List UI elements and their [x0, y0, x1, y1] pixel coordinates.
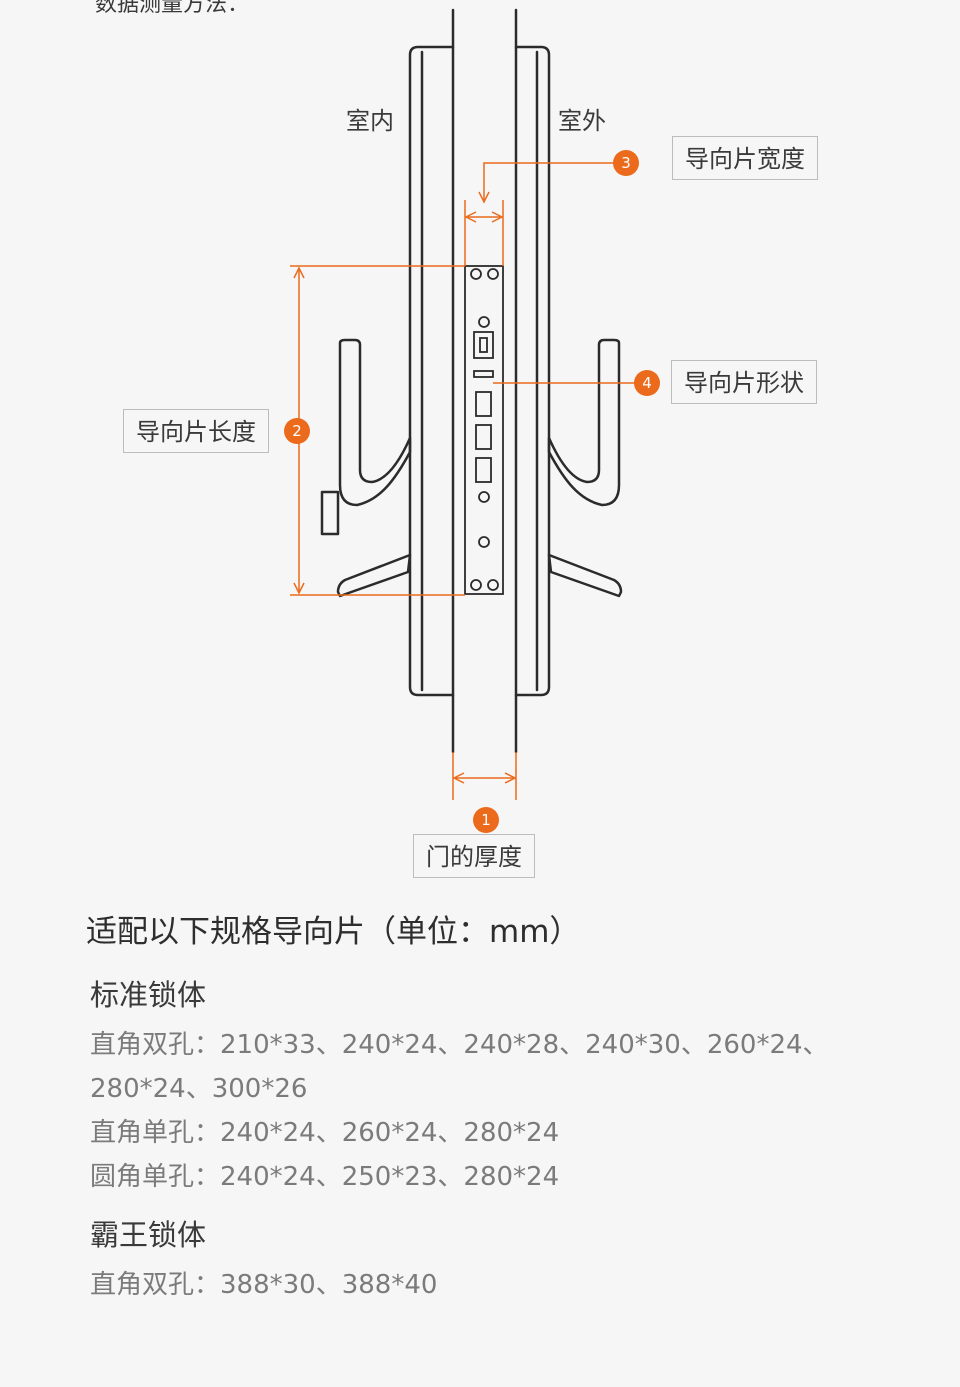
lock-measurement-diagram: [290, 8, 636, 800]
indoor-panel: [408, 45, 455, 697]
faceplate-length-label: 导向片长度: [123, 409, 269, 453]
specs-title: 适配以下规格导向片（单位：mm）: [86, 914, 581, 950]
spec-line: 280*24、300*26: [90, 1074, 308, 1104]
spec-line: 直角单孔：240*24、260*24、280*24: [90, 1118, 560, 1148]
indoor-handle-lower: [336, 553, 412, 598]
outdoor-panel: [514, 45, 551, 697]
outdoor-handle-lower: [547, 553, 623, 598]
measurement-method-heading: 数据测量方法：: [95, 0, 250, 17]
indoor-label: 室内: [346, 107, 394, 135]
thumb-turn: [320, 490, 340, 536]
door-thickness-label: 门的厚度: [413, 834, 535, 878]
faceplate-width-label: 导向片宽度: [672, 136, 818, 180]
spec-group-standard: 标准锁体 直角双孔：210*33、240*24、240*28、240*30、26…: [90, 971, 910, 1199]
faceplate-shape-label: 导向片形状: [671, 360, 817, 404]
spec-group-title: 标准锁体: [90, 978, 207, 1012]
outdoor-label: 室外: [558, 107, 606, 135]
indoor-handle: [338, 338, 412, 507]
spec-group-title: 霸王锁体: [90, 1218, 207, 1252]
callout-marker-3: 3: [613, 150, 639, 176]
faceplate: [464, 265, 504, 595]
compatible-specs-section: 适配以下规格导向片（单位：mm） 标准锁体 直角双孔：210*33、240*24…: [86, 905, 910, 1307]
outdoor-handle: [547, 338, 621, 507]
callout-marker-4: 4: [634, 370, 660, 396]
spec-line: 圆角单孔：240*24、250*23、280*24: [90, 1162, 560, 1192]
spec-line: 直角双孔：388*30、388*40: [90, 1270, 438, 1300]
callout-marker-1: 1: [473, 807, 499, 833]
callout-marker-2: 2: [284, 418, 310, 444]
spec-group-bawang: 霸王锁体 直角双孔：388*30、388*40: [90, 1211, 910, 1307]
spec-line: 直角双孔：210*33、240*24、240*28、240*30、260*24、: [90, 1030, 829, 1060]
